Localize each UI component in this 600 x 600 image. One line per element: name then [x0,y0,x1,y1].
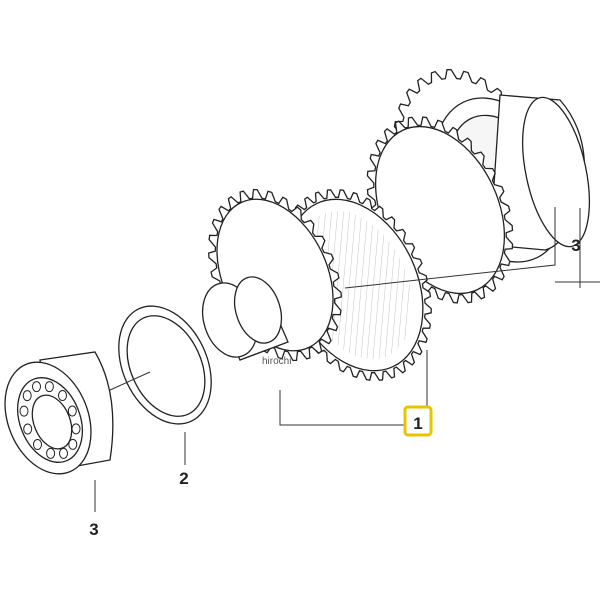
bearing-roller [67,405,77,417]
callout-1-highlight-box [403,405,433,437]
leader-lines [94,207,600,512]
bearing-roller [23,423,33,435]
callout-3-bearing: 3 [89,520,98,539]
bearing-roller [32,381,41,393]
bearing-roller [33,439,42,450]
gear-cluster-shaft [201,69,590,381]
axis-line [109,371,151,391]
callout-1: 1 [413,414,422,433]
bracket-part-3 [344,207,556,289]
bearing-rollers [19,381,81,459]
bearing-roller [71,423,81,435]
shaft-end-cylinder [489,94,590,251]
callout-3-shaft-end: 3 [571,236,580,255]
bearing-roller [22,390,32,402]
bearing-roller [46,447,56,459]
bearing-roller [19,405,29,417]
bearing-roller [44,381,54,393]
callout-2: 2 [179,469,188,488]
bearing-roller [59,447,68,459]
roller-bearing [4,351,114,475]
watermark-text: hirochi [262,356,291,367]
bearing-roller [58,390,67,401]
bearing-roller [68,438,78,450]
spacer-ring [118,305,212,425]
front-shaft-stub [201,276,289,361]
